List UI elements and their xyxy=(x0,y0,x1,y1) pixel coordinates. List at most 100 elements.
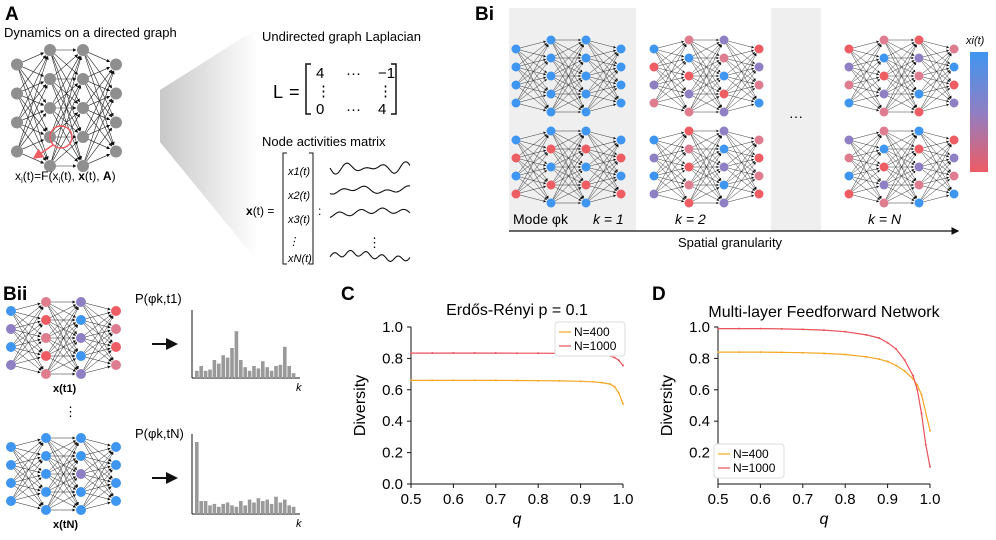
network-edge xyxy=(22,110,45,121)
laplacian-symbol: L xyxy=(273,82,283,102)
network-edge xyxy=(84,450,112,472)
x-tick-label: 0.5 xyxy=(708,491,729,508)
network-node xyxy=(41,433,51,443)
hist-bar xyxy=(199,501,203,514)
network-edge xyxy=(52,55,80,103)
network-node xyxy=(77,102,89,114)
network-edge xyxy=(728,131,755,140)
network-edge xyxy=(85,475,111,483)
network-edge xyxy=(656,43,686,82)
network-edge xyxy=(853,67,880,76)
series-point xyxy=(780,327,783,330)
panel-label-a: A xyxy=(5,4,19,25)
network-node xyxy=(719,107,729,117)
series-point xyxy=(622,364,624,367)
series-point xyxy=(452,352,455,355)
network-edge xyxy=(19,69,48,132)
network-node xyxy=(719,35,729,45)
network-node xyxy=(616,44,626,54)
vector-entry: x3(t) xyxy=(287,214,310,226)
network-edge xyxy=(725,53,757,109)
hist-bar xyxy=(208,369,212,378)
network-edge xyxy=(88,139,111,150)
network-node xyxy=(77,160,89,172)
network-node xyxy=(914,198,924,208)
series-point xyxy=(801,328,804,331)
directed-graph xyxy=(11,44,122,172)
network-node xyxy=(41,315,51,325)
network-edge xyxy=(83,451,114,506)
network-edge xyxy=(519,87,548,109)
series-point xyxy=(431,352,434,355)
network-edge xyxy=(692,168,720,183)
network-node xyxy=(879,107,889,117)
network-edge xyxy=(656,70,686,109)
network-edge xyxy=(13,306,44,361)
network-node xyxy=(879,71,889,81)
network-node xyxy=(581,89,591,99)
series-point xyxy=(780,351,783,354)
network-edge xyxy=(922,143,951,165)
network-edge xyxy=(15,302,41,310)
network-edge xyxy=(553,152,584,199)
network-edge xyxy=(554,96,582,111)
state-networks xyxy=(6,297,121,515)
hist-bar xyxy=(225,357,230,378)
network-edge xyxy=(853,131,880,140)
series-point xyxy=(912,374,915,377)
network-node xyxy=(110,116,122,129)
network-edge xyxy=(553,135,584,182)
series-point xyxy=(592,380,595,383)
network-edge xyxy=(923,85,950,94)
network-node xyxy=(844,189,854,199)
network-node xyxy=(581,180,591,190)
network-node xyxy=(76,315,86,325)
network-node xyxy=(546,89,556,99)
network-edge xyxy=(50,458,77,472)
network-node xyxy=(949,44,959,54)
network-edge xyxy=(22,139,45,150)
network-edge xyxy=(728,103,755,112)
network-edge xyxy=(83,333,113,371)
y-tick-label: 0.0 xyxy=(382,476,403,493)
y-tick-label: 0.8 xyxy=(382,350,403,367)
network-edge xyxy=(83,323,113,361)
network-node xyxy=(879,53,889,63)
network-edge xyxy=(692,96,720,111)
network-edge xyxy=(85,357,111,365)
network-edge xyxy=(15,312,41,320)
activity-vdots: ⋮ xyxy=(368,235,381,250)
network-node xyxy=(546,198,556,208)
y-axis-label: Diversity xyxy=(659,375,676,436)
network-edge xyxy=(692,60,720,75)
network-edge xyxy=(728,49,755,58)
network-edge xyxy=(14,441,42,463)
network-edge xyxy=(923,167,950,176)
network-edge xyxy=(728,158,755,167)
network-edge xyxy=(851,70,881,109)
hist-bar xyxy=(221,355,225,378)
granularity-label: Spatial granularity xyxy=(678,235,783,250)
mode-label: Mode φk xyxy=(513,211,569,227)
hist-bar xyxy=(269,370,274,378)
network-edge xyxy=(657,170,686,192)
network-edge xyxy=(853,58,880,67)
network-edge xyxy=(658,131,685,140)
network-edge xyxy=(727,78,756,100)
network-edge xyxy=(518,70,548,109)
network-edge xyxy=(887,59,915,74)
network-edge xyxy=(691,170,721,200)
network-edge xyxy=(520,103,547,112)
network-node xyxy=(581,198,591,208)
hist-bar xyxy=(195,442,199,514)
network-edge xyxy=(657,79,686,101)
network-node xyxy=(844,171,854,181)
network-edge xyxy=(726,134,756,173)
series-point xyxy=(717,327,719,330)
network-edge xyxy=(553,79,583,109)
network-node xyxy=(914,35,924,45)
network-edge xyxy=(850,135,882,191)
legend-label: N=400 xyxy=(733,447,769,461)
network-edge xyxy=(655,44,687,100)
